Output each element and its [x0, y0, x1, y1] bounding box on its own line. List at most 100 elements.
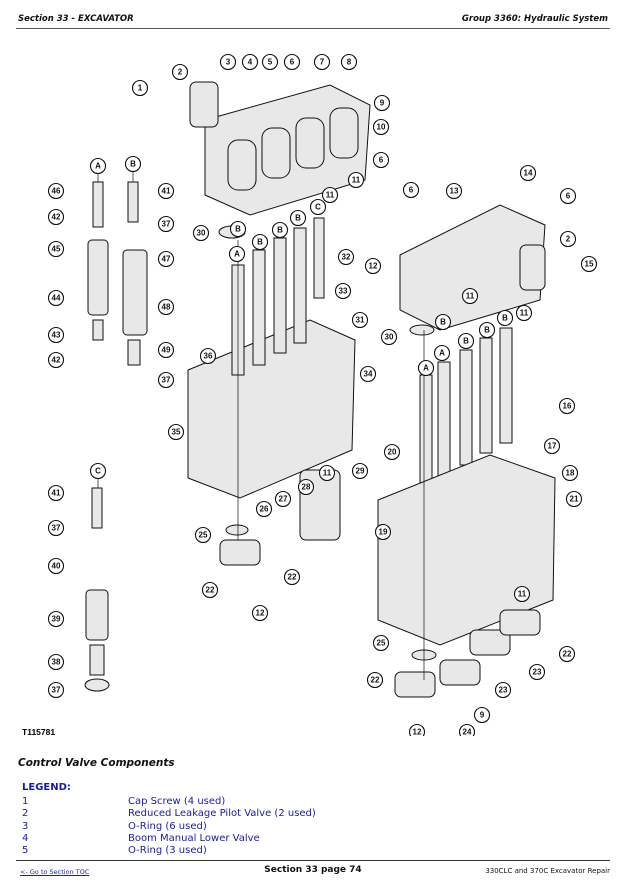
callout-3: 3 — [219, 53, 237, 71]
callout-A: A — [417, 359, 435, 377]
svg-text:14: 14 — [524, 169, 533, 178]
callout-42: 42 — [47, 208, 65, 226]
svg-text:B: B — [484, 326, 490, 335]
svg-text:7: 7 — [320, 58, 325, 67]
svg-text:28: 28 — [302, 483, 311, 492]
callout-44: 44 — [47, 289, 65, 307]
plug — [92, 181, 104, 228]
svg-text:B: B — [277, 226, 283, 235]
callout-31: 31 — [351, 311, 369, 329]
svg-text:21: 21 — [570, 495, 579, 504]
callout-45: 45 — [47, 240, 65, 258]
callout-11: 11 — [318, 464, 336, 482]
svg-text:A: A — [423, 364, 429, 373]
footer-divider — [16, 860, 610, 861]
svg-text:34: 34 — [364, 370, 373, 379]
svg-text:35: 35 — [172, 428, 181, 437]
callout-6: 6 — [372, 151, 390, 169]
legend-number: 3 — [22, 820, 29, 832]
svg-text:39: 39 — [52, 615, 61, 624]
svg-text:13: 13 — [450, 187, 459, 196]
callout-6: 6 — [402, 181, 420, 199]
spring — [85, 589, 109, 641]
callout-B: B — [434, 313, 452, 331]
callout-4: 4 — [241, 53, 259, 71]
svg-text:25: 25 — [199, 531, 208, 540]
svg-text:11: 11 — [323, 469, 332, 478]
svg-text:A: A — [95, 162, 101, 171]
svg-text:12: 12 — [413, 728, 422, 737]
callout-11: 11 — [321, 186, 339, 204]
legend-title: LEGEND: — [22, 782, 71, 793]
callout-7: 7 — [313, 53, 331, 71]
svg-text:49: 49 — [162, 346, 171, 355]
svg-text:6: 6 — [290, 58, 295, 67]
callout-B: B — [478, 321, 496, 339]
callout-32: 32 — [337, 248, 355, 266]
callout-25: 25 — [372, 634, 390, 652]
legend-number: 1 — [22, 796, 29, 807]
callout-36: 36 — [199, 347, 217, 365]
spacer — [127, 339, 141, 366]
callout-24: 24 — [458, 723, 476, 736]
svg-text:23: 23 — [533, 668, 542, 677]
callout-C: C — [89, 462, 107, 480]
svg-text:41: 41 — [52, 489, 61, 498]
svg-text:25: 25 — [377, 639, 386, 648]
callout-B: B — [271, 221, 289, 239]
svg-text:6: 6 — [379, 156, 384, 165]
svg-text:18: 18 — [566, 469, 575, 478]
spool — [437, 361, 451, 478]
callout-15: 15 — [580, 255, 598, 273]
spool — [293, 227, 307, 344]
callout-29: 29 — [351, 462, 369, 480]
svg-text:46: 46 — [52, 187, 61, 196]
svg-text:32: 32 — [342, 253, 351, 262]
callout-2: 2 — [559, 230, 577, 248]
svg-text:9: 9 — [380, 99, 385, 108]
svg-text:11: 11 — [466, 292, 475, 301]
callout-6: 6 — [283, 53, 301, 71]
svg-text:33: 33 — [339, 287, 348, 296]
svg-text:38: 38 — [52, 658, 61, 667]
spring — [122, 249, 148, 336]
svg-text:37: 37 — [52, 524, 61, 533]
callout-8: 8 — [340, 53, 358, 71]
plug — [91, 487, 103, 529]
callout-2: 2 — [171, 63, 189, 81]
svg-text:37: 37 — [162, 376, 171, 385]
svg-text:5: 5 — [268, 58, 273, 67]
svg-text:11: 11 — [352, 176, 361, 185]
svg-text:45: 45 — [52, 245, 61, 254]
svg-text:22: 22 — [288, 573, 297, 582]
callout-19: 19 — [374, 523, 392, 541]
go-to-section-toc-link[interactable]: <- Go to Section TOC — [20, 868, 90, 876]
callout-12: 12 — [408, 723, 426, 737]
callout-40: 40 — [47, 557, 65, 575]
callout-41: 41 — [157, 182, 175, 200]
callout-A: A — [228, 245, 246, 263]
svg-text:40: 40 — [52, 562, 61, 571]
svg-text:44: 44 — [52, 294, 61, 303]
callout-47: 47 — [157, 250, 175, 268]
svg-text:12: 12 — [369, 262, 378, 271]
svg-text:27: 27 — [279, 495, 288, 504]
svg-text:37: 37 — [52, 686, 61, 695]
page-number: Section 33 page 74 — [264, 865, 362, 875]
svg-text:2: 2 — [566, 235, 571, 244]
svg-text:B: B — [235, 225, 241, 234]
callout-22: 22 — [558, 645, 576, 663]
callout-5: 5 — [261, 53, 279, 71]
svg-text:A: A — [439, 349, 445, 358]
spacer — [92, 319, 104, 341]
svg-text:41: 41 — [162, 187, 171, 196]
legend-number: 2 — [22, 808, 29, 820]
callout-11: 11 — [347, 171, 365, 189]
svg-text:3: 3 — [226, 58, 231, 67]
group-header: Group 3360: Hydraulic System — [461, 14, 608, 24]
callout-22: 22 — [366, 671, 384, 689]
svg-text:31: 31 — [356, 316, 365, 325]
